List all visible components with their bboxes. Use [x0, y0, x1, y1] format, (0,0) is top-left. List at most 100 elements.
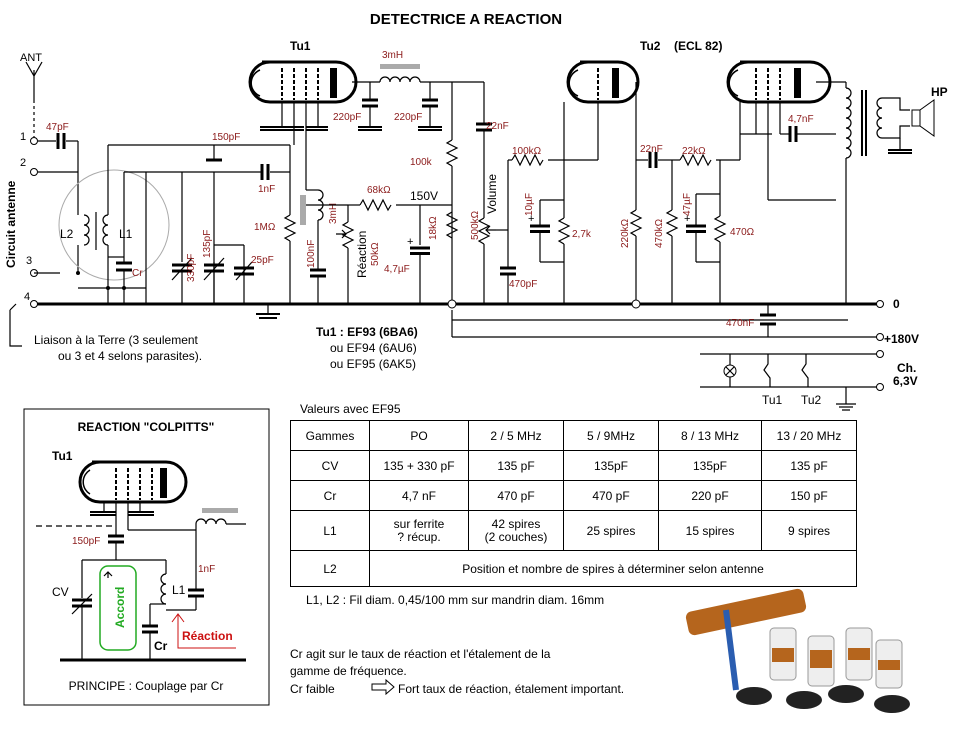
r68k-label: 68kΩ	[367, 185, 391, 196]
antenna-icon	[25, 61, 43, 100]
l3mh-label: 3mH	[382, 50, 403, 61]
reaction-pot-label: Réaction	[355, 231, 369, 278]
r1m-resistor	[283, 214, 297, 242]
l2-label: L2	[60, 227, 74, 241]
c22n2-label: 22nF	[640, 144, 663, 155]
tube-tu2-pentode	[726, 60, 832, 104]
terminal-0	[876, 300, 884, 308]
shield-icon	[300, 195, 306, 225]
heater-voltage: 6,3V	[893, 374, 918, 388]
c47n-label: 4,7nF	[788, 114, 814, 125]
accord-loop	[99, 565, 137, 651]
r1m-label: 1MΩ	[254, 222, 276, 233]
table-cell: Cr	[290, 480, 370, 511]
table-header: 2 / 5 MHz	[468, 420, 564, 451]
colpitts-c1n-label: 1nF	[198, 564, 215, 575]
ground-icon	[256, 313, 280, 319]
antenna-label: ANT	[20, 52, 42, 64]
table-cell: 135 + 330 pF	[369, 450, 469, 481]
tube-tu1	[248, 60, 358, 104]
rail-zero-label: 0	[893, 297, 900, 311]
heater-tu1: Tu1	[762, 393, 783, 407]
table-header: 8 / 13 MHz	[658, 420, 762, 451]
colpitts-tube	[78, 460, 188, 504]
r68k-resistor	[359, 198, 392, 212]
hp-label: HP	[931, 85, 948, 99]
v150-label: 150V	[410, 189, 438, 203]
colpitts-reaction-label: Réaction	[182, 629, 233, 643]
wire-note: L1, L2 : Fil diam. 0,45/100 mm sur mandr…	[306, 593, 605, 607]
note-line2: gamme de fréquence.	[290, 664, 407, 678]
tu1-variant-3: ou EF95 (6AK5)	[330, 357, 416, 371]
table-cell: 220 pF	[658, 480, 762, 511]
table-cell: 135pF	[563, 450, 659, 481]
r220k-label: 220kΩ	[620, 218, 631, 248]
note-line3b: Fort taux de réaction, étalement importa…	[398, 682, 625, 696]
heater-label: Ch.	[897, 361, 916, 375]
table-cell: 4,7 nF	[369, 480, 469, 511]
volume-label: Volume	[485, 174, 499, 214]
c220a-label: 220pF	[333, 112, 361, 123]
coils-photo	[685, 588, 910, 713]
arrow-icon	[371, 678, 395, 696]
reaction-pot	[341, 221, 355, 249]
r100k-resistor	[445, 139, 459, 167]
tu1-label: Tu1	[290, 39, 311, 53]
c135-label: 135pF	[202, 230, 213, 258]
p500k-label: 500kΩ	[470, 210, 481, 240]
term-4: 4	[24, 291, 30, 303]
earth-note-1: Liaison à la Terre (3 seulement	[34, 333, 199, 347]
table-cell: 25 spires	[563, 510, 659, 551]
r18k-label: 18kΩ	[428, 216, 439, 240]
table-cell: sur ferrite ? récup.	[369, 510, 469, 551]
tube-tu2-triode	[566, 60, 640, 104]
tu1-variant-1: Tu1 : EF93 (6BA6)	[316, 325, 418, 339]
table-cell: 470 pF	[468, 480, 564, 511]
term-2: 2	[20, 157, 26, 169]
svg-text:+: +	[528, 213, 534, 225]
c47u-label: 4,7µF	[384, 264, 410, 275]
tu1-variant-2: ou EF94 (6AU6)	[330, 341, 417, 355]
c470n-label: 470nF	[726, 318, 754, 329]
table-cell: 150 pF	[761, 480, 857, 511]
table-cell: 135 pF	[468, 450, 564, 481]
l3mh-v-label: 3mH	[328, 203, 339, 224]
plus-sign: +	[407, 236, 413, 248]
circuit-antenne-label: Circuit antenne	[4, 180, 18, 268]
tu2-type: (ECL 82)	[674, 39, 722, 53]
table-header: PO	[369, 420, 469, 451]
colpitts-box	[23, 408, 270, 706]
table-cell: 15 spires	[658, 510, 762, 551]
c100-label: 100nF	[306, 240, 317, 268]
c10u-label: 10µF	[524, 193, 535, 216]
table-cell: CV	[290, 450, 370, 481]
table-cell: L2	[290, 550, 370, 587]
tu2-label: Tu2	[640, 39, 661, 53]
accord-label: Accord	[113, 587, 127, 628]
table-header: 5 / 9MHz	[563, 420, 659, 451]
transformer-secondary-icon	[876, 97, 883, 139]
volume-pot	[477, 217, 491, 245]
heater-tu2: Tu2	[801, 393, 822, 407]
c470p-label: 470pF	[509, 279, 537, 290]
c330-label: 330pF	[186, 254, 197, 282]
speaker-icon	[911, 109, 921, 127]
colpitts-title: REACTION "COLPITTS"	[78, 420, 215, 434]
r22k-label: 22kΩ	[682, 146, 706, 157]
earth-note-2: ou 3 et 4 selons parasites).	[58, 349, 202, 363]
table-cell: L1	[290, 510, 370, 551]
table-cell: 9 spires	[761, 510, 857, 551]
cr-label: Cr	[132, 268, 143, 279]
page-title: DETECTRICE A REACTION	[370, 11, 562, 28]
r100k-label: 100k	[410, 157, 433, 168]
r470-label: 470Ω	[730, 227, 755, 238]
table-cell: 135pF	[658, 450, 762, 481]
c22n-label: 22nF	[486, 121, 509, 132]
c150-label: 150pF	[212, 132, 240, 143]
r27k-label: 2,7k	[572, 229, 592, 240]
l3mh-h-coil-icon	[379, 76, 421, 83]
colpitts-l1-label: L1	[172, 583, 186, 597]
r22k-resistor	[679, 153, 712, 167]
l1-coil-icon	[102, 214, 109, 246]
